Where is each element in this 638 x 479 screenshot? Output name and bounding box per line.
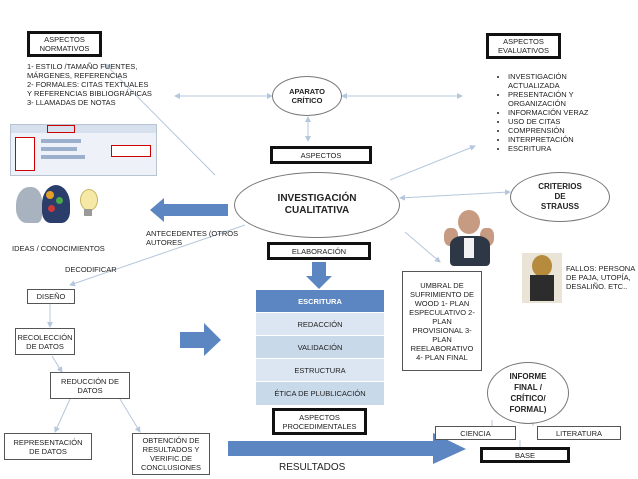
head-gears-icon xyxy=(42,185,70,223)
person-head-icon xyxy=(458,210,480,234)
literatura-box: LITERATURA xyxy=(537,426,621,440)
investigacion-label: INVESTIGACIÓN CUALITATIVA xyxy=(277,193,357,216)
aspectos-procedimentales-label: ASPECTOS PROCEDIMENTALES xyxy=(282,412,357,431)
table-header: ESCRITURA xyxy=(256,290,384,312)
evaluativos-item: INFORMACIÓN VERAZ xyxy=(508,108,596,117)
representacion-box: REPRESENTACIÓN DE DATOS xyxy=(4,433,92,460)
aspectos-evaluativos-box: ASPECTOS EVALUATIVOS xyxy=(486,33,561,59)
aspectos-normativos-title: ASPECTOS NORMATIVOS xyxy=(39,35,90,53)
base-box: BASE xyxy=(480,447,570,463)
straw-man-image xyxy=(522,253,562,303)
ideas-label: IDEAS / CONOCIMIENTOS xyxy=(12,244,105,253)
representacion-label: REPRESENTACIÓN DE DATOS xyxy=(13,437,83,456)
aparato-critico-node: APARATO CRÍTICO xyxy=(272,76,342,116)
toolbar-screenshot xyxy=(10,124,157,176)
resultados-arrow xyxy=(228,433,466,464)
obtencion-box: OBTENCIÓN DE RESULTADOS Y VERIFIC.DE CON… xyxy=(132,433,210,475)
normativos-item: 1- ESTILO /TAMAÑO FUENTES, MÁRGENES, REF… xyxy=(27,62,138,80)
base-label: BASE xyxy=(514,450,535,460)
evaluativos-item: ESCRITURA xyxy=(508,144,596,153)
diseno-label: DISEÑO xyxy=(36,292,66,301)
elaboracion-box: ELABORACIÓN xyxy=(267,242,371,260)
normativos-list: 1- ESTILO /TAMAÑO FUENTES, MÁRGENES, REF… xyxy=(27,62,155,107)
reduccion-box: REDUCCIÓN DE DATOS xyxy=(50,372,130,399)
procesos-arrow xyxy=(180,323,221,356)
umbral-label: UMBRAL DE SUFRIMIENTO DE WOOD 1- PLAN ES… xyxy=(409,280,475,362)
elaboracion-label: ELABORACIÓN xyxy=(291,246,347,256)
aspectos-label: ASPECTOS xyxy=(300,150,342,160)
aspectos-box: ASPECTOS xyxy=(270,146,372,164)
antecedentes-label: ANTECEDENTES (OTROS AUTORES xyxy=(146,229,239,247)
resultados-label: RESULTADOS xyxy=(279,462,346,473)
recoleccion-box: RECOLECCIÓN DE DATOS xyxy=(15,328,75,355)
recoleccion-label: RECOLECCIÓN DE DATOS xyxy=(17,332,73,351)
head-icon xyxy=(16,187,42,223)
normativos-item: 2- FORMALES: CITAS TEXTUALES Y REFERENCI… xyxy=(27,80,152,98)
footnote-icon xyxy=(15,137,35,171)
aspectos-procedimentales-box: ASPECTOS PROCEDIMENTALES xyxy=(272,408,367,435)
informe-node: INFORME FINAL / CRÍTICO/ FORMAL) xyxy=(487,362,569,424)
ciencia-box: CIENCIA xyxy=(435,426,516,440)
diseno-box: DISEÑO xyxy=(27,289,75,304)
table-row: REDACCIÓN xyxy=(256,312,384,336)
reduccion-label: REDUCCIÓN DE DATOS xyxy=(61,376,119,395)
decodificar-label: DECODIFICAR xyxy=(65,265,117,274)
antecedentes-arrow xyxy=(150,198,228,222)
evaluativos-item: USO DE CITAS xyxy=(508,117,596,126)
aparato-critico-label: APARATO CRÍTICO xyxy=(289,87,325,105)
evaluativos-item: COMPRENSIÓN xyxy=(508,126,596,135)
ciencia-label: CIENCIA xyxy=(460,428,491,438)
criterios-label: CRITERIOS DE STRAUSS xyxy=(538,182,582,211)
umbral-box: UMBRAL DE SUFRIMIENTO DE WOOD 1- PLAN ES… xyxy=(402,271,482,371)
evaluativos-item: PRESENTACIÓN Y ORGANIZACIÓN xyxy=(508,90,596,108)
evaluativos-item: INTERPRETACIÓN xyxy=(508,135,596,144)
informe-label: INFORME FINAL / CRÍTICO/ FORMAL) xyxy=(509,372,547,414)
down-arrow xyxy=(306,262,332,289)
ideas-image xyxy=(12,183,132,238)
aspectos-evaluativos-title: ASPECTOS EVALUATIVOS xyxy=(498,37,549,55)
lightbulb-icon xyxy=(80,189,98,211)
aspectos-normativos-box: ASPECTOS NORMATIVOS xyxy=(27,31,102,57)
evaluativos-item: INVESTIGACIÓN ACTUALIZADA xyxy=(508,72,596,90)
criterios-node: CRITERIOS DE STRAUSS xyxy=(510,172,610,222)
table-row: ESTRUCTURA xyxy=(256,358,384,382)
table-row: ÉTICA DE PLUBLICACIÓN xyxy=(256,381,384,405)
table-row: VALIDACIÓN xyxy=(256,335,384,359)
obtencion-label: OBTENCIÓN DE RESULTADOS Y VERIFIC.DE CON… xyxy=(140,436,201,472)
evaluativos-list: INVESTIGACIÓN ACTUALIZADA PRESENTACIÓN Y… xyxy=(496,72,596,153)
fallos-label: FALLOS: PERSONA DE PAJA, UTOPÍA, DESALIÑ… xyxy=(566,264,635,291)
literatura-label: LITERATURA xyxy=(555,428,603,438)
straw-head-icon xyxy=(532,255,552,277)
normativos-item: 3- LLAMADAS DE NOTAS xyxy=(27,98,116,107)
investigacion-node: INVESTIGACIÓN CUALITATIVA xyxy=(234,172,400,238)
stressed-person-image xyxy=(440,208,504,270)
